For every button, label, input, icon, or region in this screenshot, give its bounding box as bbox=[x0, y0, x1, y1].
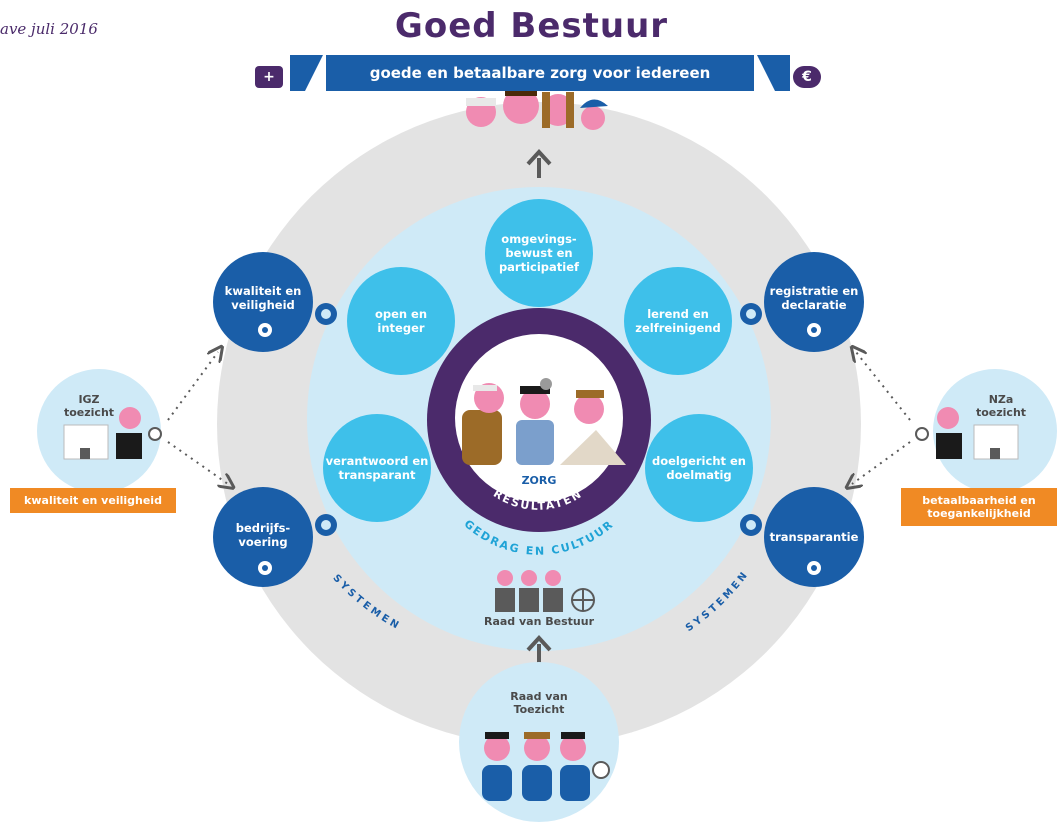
page-title: Goed Bestuur bbox=[394, 6, 669, 46]
label-transparantie: transparantie bbox=[769, 530, 859, 544]
nza-name: NZa bbox=[988, 393, 1014, 406]
label-lerend: lerend en zelfreinigend bbox=[635, 307, 721, 335]
euro-purse-icon: € bbox=[793, 66, 821, 88]
circle-transparantie bbox=[764, 487, 864, 587]
label-open-integer: open en integer bbox=[374, 307, 428, 335]
care-figures bbox=[462, 378, 626, 465]
circle-omgevingsbewust bbox=[485, 199, 593, 307]
igz-building-icon bbox=[63, 424, 109, 460]
label-zorg: ZORG bbox=[521, 474, 557, 487]
label-verantwoord: verantwoord en transparant bbox=[325, 454, 429, 482]
nza-toezicht: toezicht bbox=[975, 406, 1027, 419]
label-bedrijfsvoering: bedrijfs- voering bbox=[235, 521, 291, 549]
circle-verantwoord bbox=[323, 414, 431, 522]
toezicht-figures bbox=[482, 732, 610, 801]
igz-toezicht: toezicht bbox=[63, 406, 115, 419]
medical-case-icon: + bbox=[255, 66, 283, 88]
label-registratie: registratie en declaratie bbox=[769, 284, 859, 312]
circle-registratie bbox=[764, 252, 864, 352]
label-raad-van-bestuur: Raad van Bestuur bbox=[483, 615, 594, 628]
nza-focus-box: betaalbaarheid en toegankelijkheid bbox=[901, 488, 1057, 526]
igz-name: IGZ bbox=[78, 393, 100, 406]
mission-banner: goede en betaalbare zorg voor iedereen bbox=[326, 55, 754, 91]
igz-focus-box: kwaliteit en veiligheid bbox=[10, 488, 176, 513]
circle-kwaliteit bbox=[213, 252, 313, 352]
circle-open-integer bbox=[347, 267, 455, 375]
circle-doelgericht bbox=[645, 414, 753, 522]
circle-bedrijfsvoering bbox=[213, 487, 313, 587]
label-omgevingsbewust: omgevings- bewust en participatief bbox=[498, 232, 580, 274]
edition-label: ave juli 2016 bbox=[0, 20, 98, 38]
label-kwaliteit: kwaliteit en veiligheid bbox=[224, 284, 302, 312]
board-figures bbox=[495, 570, 595, 612]
label-raad-van-toezicht: Raad van Toezicht bbox=[510, 690, 568, 716]
label-doelgericht: doelgericht en doelmatig bbox=[651, 454, 746, 482]
nza-inspector-figure bbox=[915, 407, 962, 459]
gear-icons bbox=[258, 323, 821, 575]
side-gear-icons bbox=[315, 303, 762, 536]
igz-inspector-figure bbox=[116, 407, 162, 459]
people-group-top bbox=[466, 88, 608, 130]
circle-lerend bbox=[624, 267, 732, 375]
nza-building-icon bbox=[973, 424, 1019, 460]
